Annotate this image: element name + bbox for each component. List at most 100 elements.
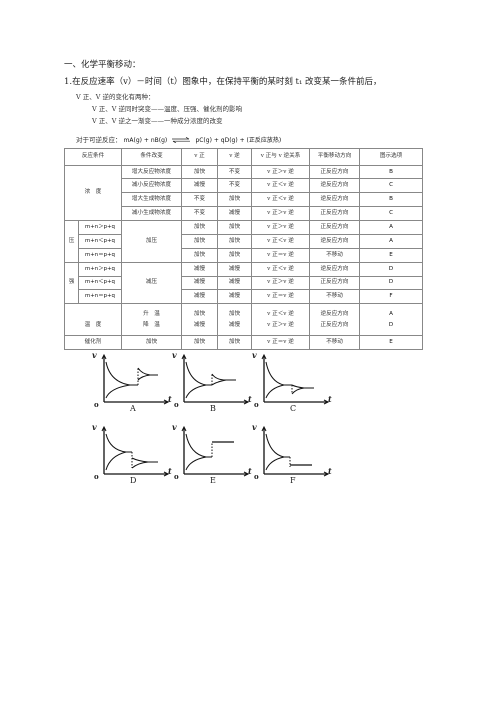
cell-option: A — [359, 233, 424, 249]
cell-v-reverse: 加快 — [217, 220, 253, 235]
cell-relation: v 正＝v 逆 — [251, 247, 311, 263]
table-row: 浓 度 增大反应物浓度 加快 不变 v 正＞v 逆 正反应方向 B — [63, 164, 424, 222]
graph-f: v o t F — [252, 422, 332, 485]
graph-d-svg — [101, 425, 170, 477]
cell-direction: 不移动 — [309, 289, 361, 305]
cell-option: B — [359, 192, 424, 208]
note-line-3: V 正、V 逆之一渐变——一种成分浓度的改变 — [92, 117, 223, 125]
graph-f-label: F — [290, 476, 296, 485]
cell-option: D — [359, 261, 424, 277]
cell-relation: v 正＜v 逆 — [251, 192, 311, 208]
cell-direction: 逆反应方向 — [309, 233, 361, 249]
axis-t-label: t — [168, 466, 172, 476]
cell-change: 增大生成物浓度 — [121, 192, 183, 208]
reaction-right: pC(g) + qD(g) + (正反应放热) — [195, 137, 282, 144]
axis-v-label: v — [252, 350, 257, 360]
cell-relation: v 正＞v 逆 — [251, 164, 311, 180]
cell-relation: v 正＜v 逆 — [251, 233, 311, 249]
cell-v-forward: 减慢 — [181, 275, 219, 291]
cell-v-reverse: 加快 — [217, 247, 253, 263]
graph-c-label: C — [290, 404, 297, 413]
cell-v-reverse: 减慢 — [217, 206, 253, 222]
cell-direction: 不移动 — [309, 247, 361, 263]
graph-b-svg — [181, 353, 250, 405]
origin-label: o — [94, 472, 99, 481]
cell-change-pressurize: 加压 — [121, 220, 183, 263]
cell-option: A — [359, 220, 424, 235]
graph-c: v o t C — [252, 350, 332, 413]
cell-stoich-condition: m+n＜p+q — [77, 275, 123, 291]
cell-stoich-condition: m+n＞p+q — [77, 261, 123, 277]
cell-v-reverse: 加快 — [217, 335, 253, 350]
origin-label: o — [94, 400, 99, 409]
cell-stoich-condition: m+n＝p+q — [77, 289, 123, 305]
axis-v-label: v — [172, 350, 177, 360]
cell-change: 减小反应物浓度 — [121, 178, 183, 194]
cell-relation: v 正＜v 逆 — [251, 178, 311, 194]
note-line-1: V 正、V 逆的变化有两种： — [76, 93, 155, 101]
header-v-forward: v 正 — [181, 148, 219, 166]
reaction-equation: 对于可逆反应： mA(g) + nB(g) pC(g) + qD(g) + (正… — [76, 134, 281, 144]
cell-v-forward: 加快 — [181, 335, 219, 350]
axis-t-label: t — [168, 394, 172, 404]
cell-v-forward: 加快 — [181, 247, 219, 263]
cell-option: B — [359, 164, 424, 180]
cell-v-reverse: 减慢 — [217, 289, 253, 305]
group-pressure-char-2: 强 — [64, 261, 79, 305]
cell-option: E — [359, 247, 424, 263]
table-row: m+n＝p+q 加快 加快 v 正＝v 逆 不移动 E — [65, 247, 424, 263]
table-row: 增大生成物浓度 不变 加快 v 正＜v 逆 逆反应方向 B — [65, 192, 424, 208]
graph-c-svg — [261, 353, 330, 405]
cell-stoich-condition: m+n＜p+q — [77, 233, 123, 249]
reaction-prefix: 对于可逆反应： — [76, 136, 122, 144]
cell-v-forward: 加快 — [181, 164, 219, 180]
cell-direction: 不移动 — [309, 335, 361, 350]
cell-direction: 正反应方向 — [309, 220, 361, 235]
axis-v-label: v — [252, 422, 257, 432]
cell-relation: v 正＜v 逆 v 正＞v 逆 — [251, 303, 311, 337]
graph-b: v o t B — [172, 350, 252, 413]
cell-v-forward-heat: 加快 — [193, 310, 206, 317]
graph-d: v o t D — [92, 422, 172, 485]
cell-option: A D — [359, 303, 424, 337]
cell-v-forward: 不变 — [181, 206, 219, 222]
cell-option-cool: D — [388, 321, 394, 328]
cell-v-forward: 加快 — [181, 233, 219, 249]
cell-option: E — [359, 335, 424, 350]
cell-option: C — [359, 206, 424, 222]
cell-direction-cool: 正反应方向 — [320, 321, 349, 328]
cell-change-depressurize: 减压 — [121, 261, 183, 305]
cell-change: 升 温 降 温 — [121, 303, 183, 337]
table-row: 压 m+n＞p+q 加压 加快 加快 v 正＞v 逆 正反应方向 A — [64, 220, 424, 263]
cell-v-reverse: 不变 — [217, 178, 253, 194]
origin-label: o — [254, 472, 259, 481]
graph-a: v o t A — [92, 350, 172, 413]
graph-b-label: B — [210, 404, 216, 413]
cell-stoich-condition: m+n＝p+q — [77, 247, 123, 263]
table-row: 减小生成物浓度 不变 减慢 v 正＞v 逆 正反应方向 C — [65, 206, 424, 222]
group-pressure-char-1: 压 — [64, 220, 79, 263]
group-concentration: 浓 度 — [63, 164, 123, 222]
cell-relation: v 正＝v 逆 — [251, 335, 311, 350]
graph-e-svg — [181, 425, 250, 477]
graph-f-svg — [261, 425, 330, 477]
cell-v-reverse: 加快 减慢 — [217, 303, 253, 337]
axis-v-label: v — [172, 422, 177, 432]
cell-relation-cool: v 正＞v 逆 — [267, 321, 294, 328]
cell-option: D — [359, 275, 424, 291]
cell-change: 加快 — [121, 335, 183, 350]
graph-d-label: D — [130, 476, 137, 485]
cell-direction: 逆反应方向 — [309, 261, 361, 277]
table-row: 减小反应物浓度 减慢 不变 v 正＜v 逆 逆反应方向 C — [65, 178, 424, 194]
cell-direction: 正反应方向 — [309, 164, 361, 180]
cell-v-reverse: 减慢 — [217, 275, 253, 291]
equilibrium-arrow-icon — [172, 137, 191, 143]
origin-label: o — [254, 400, 259, 409]
cell-relation: v 正＞v 逆 — [251, 275, 311, 291]
cell-direction-heat: 逆反应方向 — [320, 310, 349, 317]
cell-relation: v 正＜v 逆 — [251, 261, 311, 277]
cell-relation: v 正＞v 逆 — [251, 206, 311, 222]
group-catalyst: 催化剂 — [63, 335, 123, 350]
cell-stoich-condition: m+n＞p+q — [77, 220, 123, 235]
group-temperature: 温 度 — [63, 303, 123, 337]
